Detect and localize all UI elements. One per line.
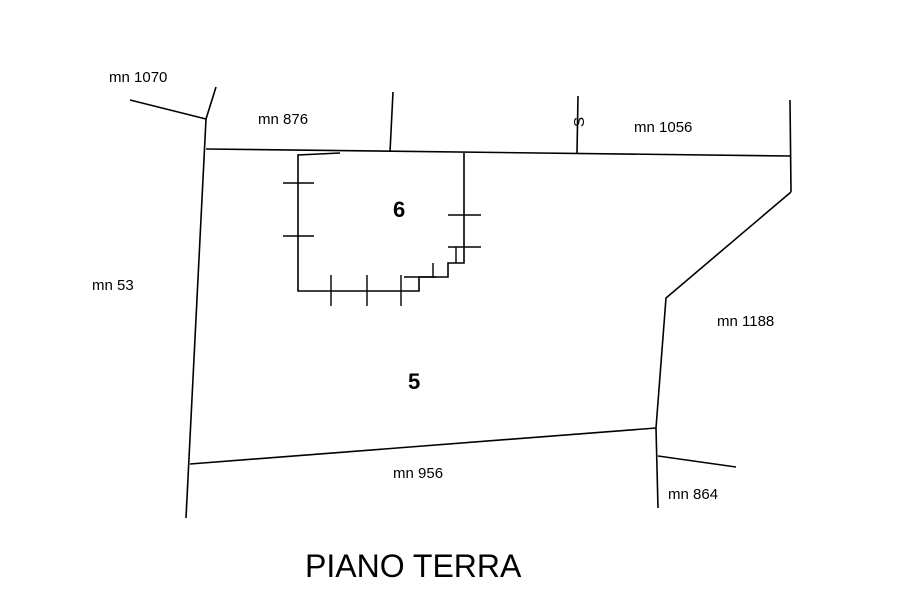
parcel-label-mn53: mn 53	[92, 277, 134, 294]
boundary-east	[655, 191, 792, 509]
parcel-label-mn1188: mn 1188	[717, 313, 774, 330]
boundary-mn1070-east	[205, 86, 217, 120]
floor-title: PIANO TERRA	[305, 548, 522, 584]
boundary-mn864	[657, 455, 737, 468]
unit-label-5: 5	[408, 369, 420, 394]
parcel-label-mn1070: mn 1070	[109, 69, 167, 86]
parcel-label-mn1056: mn 1056	[634, 119, 692, 136]
boundary-south	[189, 427, 657, 465]
boundary-north	[205, 148, 792, 157]
parcel-label-mn956: mn 956	[393, 465, 443, 482]
boundary-west	[185, 118, 207, 519]
s-marker-label: S	[571, 117, 588, 127]
boundary-east-top	[789, 99, 792, 193]
parcel-label-mn864: mn 864	[668, 486, 718, 503]
boundary-lines	[129, 86, 792, 519]
boundary-mn876-divider	[389, 91, 394, 153]
parcel-label-mn876: mn 876	[258, 111, 308, 128]
boundary-s-marker-line	[576, 95, 579, 154]
boundary-mn1070-west	[129, 99, 207, 120]
unit-6-outline	[283, 152, 481, 306]
unit-6-wall	[297, 152, 465, 292]
unit-label-6: 6	[393, 197, 405, 222]
